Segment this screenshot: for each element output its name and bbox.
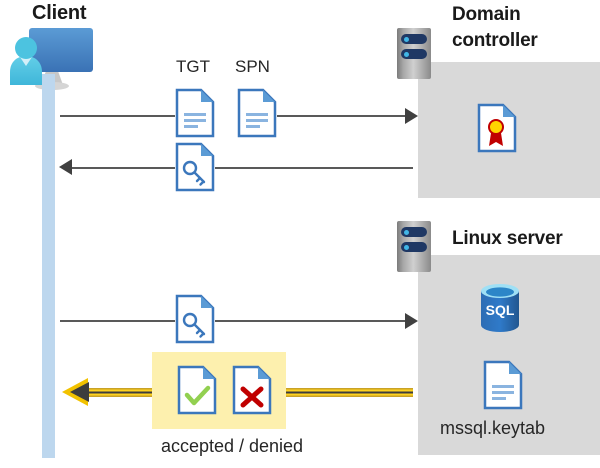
domain-controller-title: Domain controller <box>452 4 538 51</box>
svg-text:SQL: SQL <box>486 302 515 318</box>
result-line-left <box>86 388 152 397</box>
result-arrowhead-inner <box>70 382 89 402</box>
tgt-label: TGT <box>176 57 210 76</box>
linux-server-rack-icon <box>397 221 431 272</box>
accepted-document-check-icon <box>177 365 217 415</box>
auth-request-key-document-icon <box>175 294 215 344</box>
result-line-right <box>286 388 413 397</box>
service-ticket-key-document-icon <box>175 142 215 192</box>
linux-server-title: Linux server <box>452 228 563 249</box>
arrowhead-to-linux-server <box>405 313 418 329</box>
sql-database-icon: SQL <box>481 284 519 332</box>
certificate-document-icon <box>477 103 517 153</box>
arrowhead-to-client <box>59 159 72 175</box>
denied-document-cross-icon <box>232 365 272 415</box>
ticket-reply-line-left <box>72 167 175 169</box>
tgt-document-icon <box>175 88 215 138</box>
spn-document-icon <box>237 88 277 138</box>
ticket-reply-line-right <box>215 167 413 169</box>
client-lifeline <box>42 74 55 458</box>
request-line-left <box>60 115 175 117</box>
spn-label: SPN <box>235 57 270 76</box>
auth-request-line-right <box>215 320 413 322</box>
keytab-document-icon <box>483 360 523 410</box>
domain-controller-server-rack-icon <box>397 28 431 79</box>
client-title: Client <box>32 2 87 24</box>
request-line-right <box>277 115 413 117</box>
arrowhead-to-domain-controller <box>405 108 418 124</box>
client-computer-user-icon <box>10 28 93 90</box>
keytab-filename-label: mssql.keytab <box>440 418 546 438</box>
auth-request-line-left <box>60 320 175 322</box>
accepted-denied-caption: accepted / denied <box>160 436 304 456</box>
